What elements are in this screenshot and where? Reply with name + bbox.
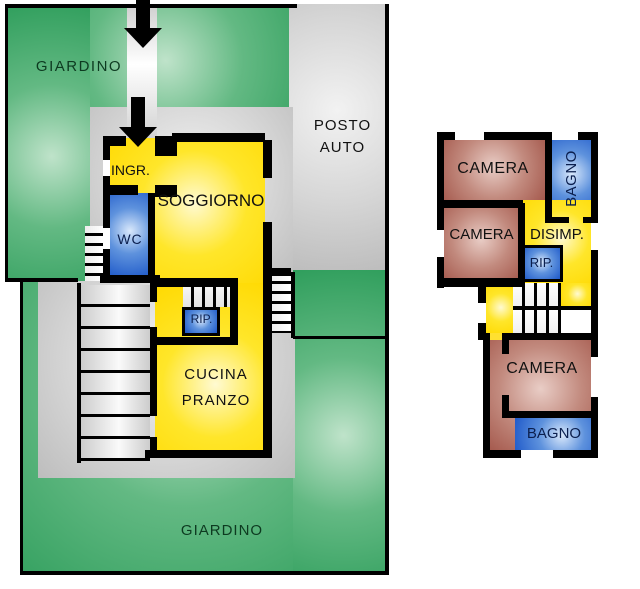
wall-segment <box>483 333 490 458</box>
wall-segment <box>441 200 523 208</box>
right-garden-steps <box>270 274 291 333</box>
wall-segment <box>583 217 593 223</box>
wall-segment <box>291 272 295 338</box>
wall-segment <box>103 249 110 283</box>
wall-segment <box>103 176 110 228</box>
window <box>521 450 553 458</box>
wall-segment <box>148 193 155 283</box>
wall-segment <box>437 132 598 140</box>
garden-top-label: GIARDINO <box>35 57 123 75</box>
window <box>591 357 598 397</box>
wall-segment <box>103 136 126 146</box>
balcony-landing <box>561 310 591 333</box>
outdoor-stair-rail <box>77 283 81 463</box>
carport-label-line2: AUTO <box>319 139 366 156</box>
upper-staircase-top <box>513 283 561 307</box>
kitchen-label: CUCINA PRANZO <box>166 362 266 414</box>
garden-bottom-label: GIARDINO <box>180 521 264 539</box>
kitchen-label-line2: PRANZO <box>181 392 251 409</box>
window <box>478 303 486 323</box>
storage-area <box>182 307 220 336</box>
storage-label: RIP. <box>190 311 213 326</box>
wall-segment <box>150 327 157 416</box>
kitchen-label-line1: CUCINA <box>184 366 248 383</box>
wall-segment <box>100 275 160 283</box>
site-border-bottom <box>20 571 386 575</box>
garden-divider-line <box>293 336 386 339</box>
wall-segment <box>545 137 552 217</box>
wall-segment <box>545 217 569 223</box>
wall-segment <box>502 395 509 418</box>
garden-right-area <box>293 270 385 571</box>
carport-area <box>289 4 385 270</box>
interior-staircase <box>183 285 230 307</box>
site-border-left-upper <box>5 4 8 281</box>
entrance-arrow-icon <box>136 0 150 29</box>
carport-label-line1: POSTO <box>313 117 372 134</box>
carport-label: POSTO AUTO <box>300 114 385 160</box>
wall-segment <box>513 306 591 310</box>
bedroom-top-label: CAMERA <box>457 160 529 177</box>
entrance-arrow-icon <box>124 28 162 48</box>
wall-segment <box>502 333 509 354</box>
living-room-label: SOGGIORNO <box>157 191 265 210</box>
door-gap <box>489 333 502 340</box>
window <box>455 132 484 140</box>
upper-staircase-bottom <box>513 310 561 333</box>
bedroom-bottom-label: CAMERA <box>506 360 578 377</box>
bathroom-top-label: BAGNO <box>549 139 594 217</box>
storage-upper-area <box>520 245 563 282</box>
entrance-arrow-icon <box>131 97 145 128</box>
wall-segment <box>478 333 598 340</box>
wall-segment <box>263 222 272 458</box>
bathroom-bottom-area <box>515 415 593 452</box>
wall-segment <box>150 337 238 345</box>
wall-segment <box>150 278 238 287</box>
wall-segment <box>437 278 525 287</box>
wall-segment <box>591 132 598 458</box>
wall-segment <box>172 133 265 142</box>
bedroom-top-area <box>441 137 545 203</box>
wall-segment <box>150 283 157 302</box>
wall-segment <box>150 437 157 454</box>
wall-segment <box>155 185 177 197</box>
bedroom-mid-label: CAMERA <box>449 225 514 243</box>
window <box>552 132 578 140</box>
window <box>591 223 598 250</box>
window <box>437 230 444 257</box>
side-entry-steps <box>85 226 103 281</box>
wall-segment <box>103 136 110 160</box>
storage-upper-label: RIP. <box>529 255 554 270</box>
wall-segment <box>437 132 444 288</box>
entrance-label: INGR. <box>111 161 150 178</box>
stair-landing-left <box>486 285 513 335</box>
garden-left-area <box>5 4 90 281</box>
wc-label: WC <box>117 231 143 247</box>
outdoor-staircase <box>81 285 150 461</box>
wall-segment <box>230 278 238 339</box>
site-border-top <box>5 4 297 8</box>
window <box>103 160 110 176</box>
wall-segment <box>263 140 272 178</box>
bathroom-bottom-label: BAGNO <box>526 425 582 442</box>
site-border-step <box>5 278 78 282</box>
wc-area <box>108 193 152 277</box>
wall-segment <box>509 411 594 418</box>
wall-segment <box>110 185 138 195</box>
bathroom-top-label-text: BAGNO <box>563 149 580 207</box>
entrance-arrow-icon <box>119 127 157 147</box>
wall-segment <box>145 450 272 458</box>
wall-segment <box>263 268 291 276</box>
stair-landing-right <box>561 283 591 307</box>
wall-segment <box>155 136 177 156</box>
site-border-left-lower <box>20 281 23 574</box>
site-border-right <box>385 4 389 575</box>
hallway-label: DISIMP. <box>530 225 584 243</box>
wall-segment <box>518 203 525 287</box>
door-gap <box>103 228 110 249</box>
bedroom-mid-area <box>441 205 521 281</box>
